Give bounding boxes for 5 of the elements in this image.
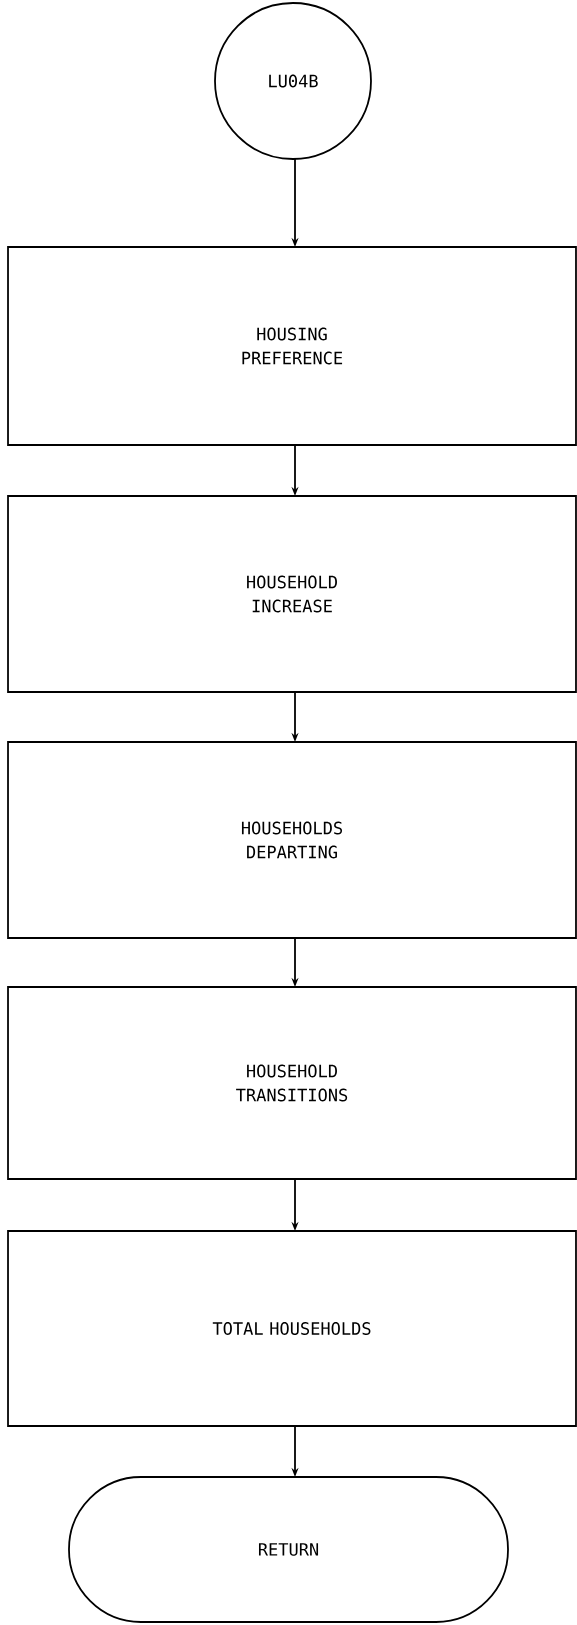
process-box: HOUSEHOLD TRANSITIONS — [7, 986, 577, 1180]
process-box: TOTAL HOUSEHOLDS — [7, 1230, 577, 1427]
process-box: HOUSEHOLDS DEPARTING — [7, 741, 577, 939]
process-box: HOUSEHOLD INCREASE — [7, 495, 577, 693]
process-box: HOUSING PREFERENCE — [7, 246, 577, 446]
